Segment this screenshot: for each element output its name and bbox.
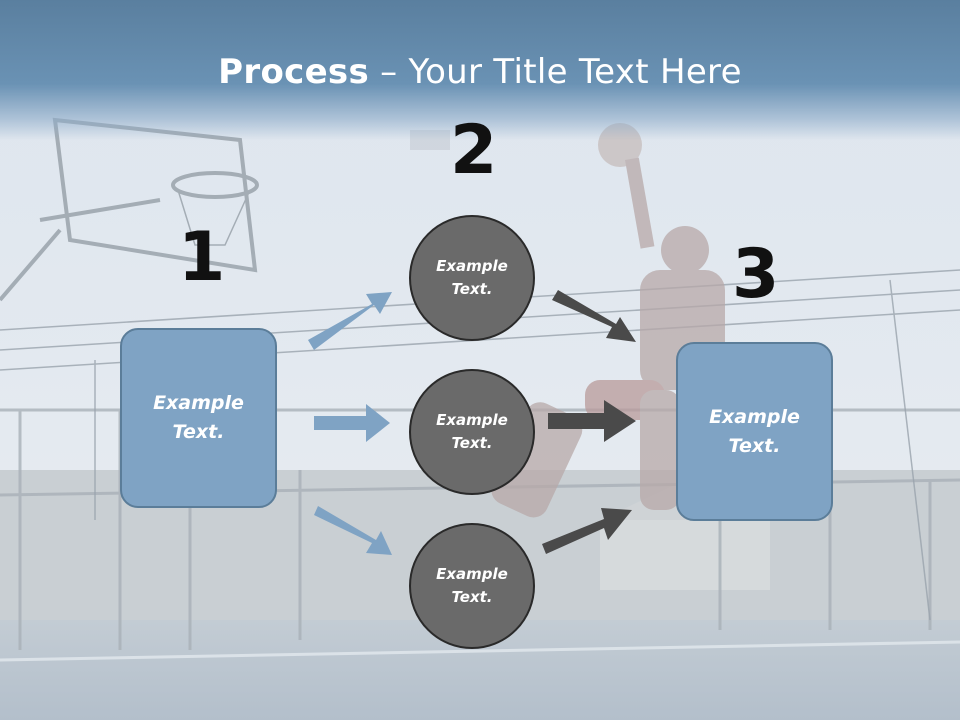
title-band [0, 0, 960, 140]
arrow-right [314, 404, 390, 442]
circle-1: Example Text. [409, 215, 535, 341]
arrow-down-right [314, 506, 392, 555]
title-rest: – Your Title Text Here [369, 52, 742, 92]
circle-2: Example Text. [409, 369, 535, 495]
arrow-down-right-dark [552, 290, 636, 342]
title-bold: Process [218, 52, 370, 92]
left-box: Example Text. [120, 328, 277, 508]
slide-title: Process – Your Title Text Here [0, 52, 960, 92]
step-number-2: 2 [450, 111, 498, 190]
right-box: Example Text. [676, 342, 833, 521]
arrow-up-right [308, 292, 392, 350]
step-number-1: 1 [178, 218, 226, 297]
arrow-up-right-dark [542, 508, 632, 554]
step-number-3: 3 [732, 235, 780, 314]
circle-3: Example Text. [409, 523, 535, 649]
arrow-right-dark [548, 400, 636, 442]
